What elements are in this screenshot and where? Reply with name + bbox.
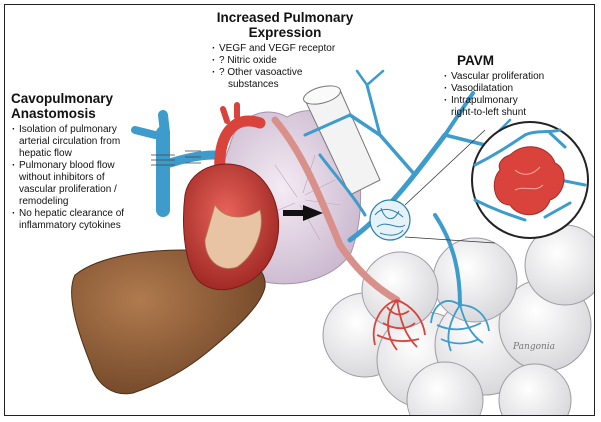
figure-frame: Cavopulmonary Anastomosis Isolation of p… (4, 4, 595, 416)
pulmonary-expression-panel: Increased Pulmonary Expression VEGF and … (205, 10, 365, 91)
title-line: Anastomosis (11, 106, 96, 121)
bullet-item: VEGF and VEGF receptor (211, 43, 365, 55)
red-capillary-tuft (372, 299, 426, 351)
pulmonary-expression-bullets: VEGF and VEGF receptor ? Nitric oxide ? … (211, 43, 365, 91)
pavm-bullets: Vascular proliferation Vasodilatation In… (443, 71, 583, 119)
cavopulmonary-panel: Cavopulmonary Anastomosis Isolation of p… (11, 91, 161, 232)
arrow-icon (283, 205, 323, 221)
pericardial-fat (204, 204, 262, 269)
pavm-title: PAVM (443, 53, 583, 68)
zoom-line-top (404, 129, 486, 206)
illustration (71, 69, 594, 415)
pulmonary-artery (271, 116, 401, 304)
bullet-item: No hepatic clearance of inflammatory cyt… (11, 208, 161, 232)
artist-signature: Pangonia (513, 342, 556, 352)
bullet-item: ? Other vasoactive substances (211, 67, 365, 91)
bullet-item: Intrapulmonary right-to-left shunt (443, 95, 583, 119)
title-line: Expression (248, 25, 322, 40)
cavopulmonary-title: Cavopulmonary Anastomosis (11, 91, 161, 121)
title-line: Cavopulmonary (11, 91, 114, 106)
bullet-item: ? Nitric oxide (211, 55, 365, 67)
title-line: PAVM (457, 53, 494, 68)
blue-capillary-tuft (430, 300, 490, 352)
bullet-item: Vascular proliferation (443, 71, 583, 83)
alveoli-cluster (322, 224, 594, 415)
title-line: Increased Pulmonary (216, 10, 354, 25)
zoom-line-bottom (404, 236, 496, 244)
bullet-item: Vasodilatation (443, 83, 583, 95)
pavm-nidus (369, 199, 411, 241)
pulmonary-expression-title: Increased Pulmonary Expression (205, 10, 365, 40)
great-vessels-red (214, 102, 266, 181)
magnified-pavm (471, 121, 589, 239)
bullet-item: Pulmonary blood flow without inhibitors … (11, 160, 161, 208)
pavm-panel: PAVM Vascular proliferation Vasodilatati… (443, 53, 583, 119)
cavopulmonary-bullets: Isolation of pulmonary arterial circulat… (11, 124, 161, 232)
bullet-item: Isolation of pulmonary arterial circulat… (11, 124, 161, 160)
